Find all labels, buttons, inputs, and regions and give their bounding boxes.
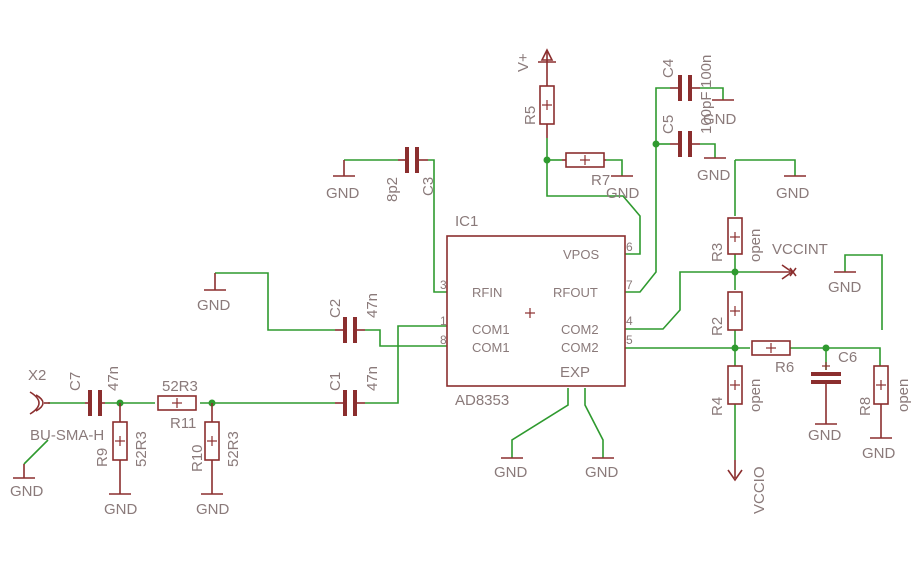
resistor-r10[interactable]: R10 52R3 — [189, 403, 242, 494]
ic1-name: IC1 — [455, 213, 478, 230]
resistor-r6[interactable]: R6 — [751, 340, 794, 376]
gnd-x2-label: GND — [10, 483, 44, 500]
pin-number-5: 5 — [626, 333, 633, 347]
r8-name: R8 — [857, 397, 874, 416]
c5-value: 100pF — [698, 91, 715, 134]
gnd-c3-label: GND — [326, 185, 360, 202]
pin-number-7: 7 — [626, 278, 633, 292]
pin-exp-label: EXP — [560, 364, 590, 381]
pin-number-8: 8 — [440, 333, 447, 347]
resistor-r11[interactable]: 52R3 R11 — [157, 378, 198, 432]
r4-value: open — [747, 379, 764, 412]
r9-name: R9 — [94, 448, 111, 467]
c6-name: C6 — [838, 349, 857, 366]
c2-value: 47n — [364, 293, 381, 318]
vccio-label: VCCIO — [751, 466, 768, 514]
resistor-r4[interactable]: R4 open — [709, 365, 764, 416]
gnd-r10-label: GND — [196, 501, 230, 518]
capacitor-c2[interactable]: C2 47n — [327, 293, 381, 343]
pin-number-3: 3 — [440, 278, 447, 292]
capacitor-c7[interactable]: C7 47n — [67, 366, 122, 416]
junction-dot — [731, 344, 739, 352]
gnd-c5-label: GND — [697, 167, 731, 184]
c4-name: C4 — [660, 59, 677, 78]
connector-x2[interactable]: X2 BU-SMA-H — [28, 367, 104, 444]
gnd-exp2-label: GND — [585, 464, 619, 481]
junction-dot — [543, 156, 551, 164]
ic1-part: AD8353 — [455, 392, 509, 409]
r10-value: 52R3 — [225, 431, 242, 467]
vplus-label: V+ — [515, 53, 532, 72]
junction-dot — [822, 344, 830, 352]
c1-value: 47n — [364, 366, 381, 391]
c7-name: C7 — [67, 372, 84, 391]
r11-value: 52R3 — [162, 378, 198, 395]
x2-part: BU-SMA-H — [30, 427, 104, 444]
c1-name: C1 — [327, 372, 344, 391]
capacitor-c6[interactable]: C6 — [811, 349, 857, 424]
r8-value: open — [895, 379, 912, 412]
r9-value: 52R3 — [133, 431, 150, 467]
gnd-r9-label: GND — [104, 501, 138, 518]
c3-value: 8p2 — [384, 177, 401, 202]
resistor-r9[interactable]: R9 52R3 — [94, 403, 150, 494]
c5-name: C5 — [660, 115, 677, 134]
capacitor-c4[interactable]: C4 100n — [660, 55, 715, 101]
pin-com1a-label: COM1 — [472, 322, 510, 337]
pin-rfout-label: RFOUT — [553, 285, 598, 300]
pin-vpos-label: VPOS — [563, 247, 599, 262]
r2-name: R2 — [709, 317, 726, 336]
gnd-symbols: GND GND GND GND GND GND GND GND GND GND … — [10, 99, 896, 518]
r7-name: R7 — [591, 172, 610, 189]
r5-name: R5 — [522, 106, 539, 125]
pin-rfin-label: RFIN — [472, 285, 502, 300]
vccint-supply: VCCINT — [760, 241, 828, 280]
capacitor-c3[interactable]: 8p2 C3 — [384, 147, 437, 202]
resistor-r3[interactable]: R3 open — [709, 217, 764, 262]
capacitor-c5[interactable]: C5 100pF — [660, 91, 715, 157]
pin-number-1: 1 — [440, 314, 447, 328]
gnd-c6-label: GND — [808, 427, 842, 444]
r3-name: R3 — [709, 243, 726, 262]
gnd-vccint-label: GND — [828, 279, 862, 296]
pin-com1b-label: COM1 — [472, 340, 510, 355]
vccio-supply: VCCIO — [727, 460, 768, 514]
pin-com2a-label: COM2 — [561, 322, 599, 337]
pin-number-6: 6 — [626, 240, 633, 254]
x2-name: X2 — [28, 367, 46, 384]
resistor-r8[interactable]: R8 open — [857, 365, 912, 438]
junction-dot — [731, 268, 739, 276]
gnd-exp1-label: GND — [494, 464, 528, 481]
c2-name: C2 — [327, 299, 344, 318]
gnd-c2-label: GND — [197, 297, 231, 314]
r10-name: R10 — [189, 444, 206, 472]
resistor-r7[interactable]: R7 — [562, 152, 610, 189]
c7-value: 47n — [105, 366, 122, 391]
c4-value: 100n — [698, 55, 715, 88]
pin-number-4: 4 — [626, 314, 633, 328]
vplus-supply: V+ — [515, 48, 556, 72]
gnd-r7-label: GND — [606, 185, 640, 202]
junction-dot — [652, 140, 660, 148]
pin-com2b-label: COM2 — [561, 340, 599, 355]
resistor-r2[interactable]: R2 — [709, 291, 743, 336]
r4-name: R4 — [709, 397, 726, 416]
capacitor-c1[interactable]: C1 47n — [327, 366, 381, 416]
vccint-label: VCCINT — [772, 241, 828, 258]
r11-name: R11 — [170, 415, 196, 432]
r3-value: open — [747, 229, 764, 262]
c3-name: C3 — [420, 177, 437, 196]
gnd-r8-label: GND — [862, 445, 896, 462]
gnd-r3-label: GND — [776, 185, 810, 202]
gnd-c4-label: GND — [703, 111, 737, 128]
r6-name: R6 — [775, 359, 794, 376]
ic1[interactable]: IC1 AD8353 VPOS RFIN RFOUT COM1 COM1 COM… — [440, 213, 633, 409]
resistor-r5[interactable]: R5 — [522, 70, 555, 138]
wires — [23, 87, 883, 465]
